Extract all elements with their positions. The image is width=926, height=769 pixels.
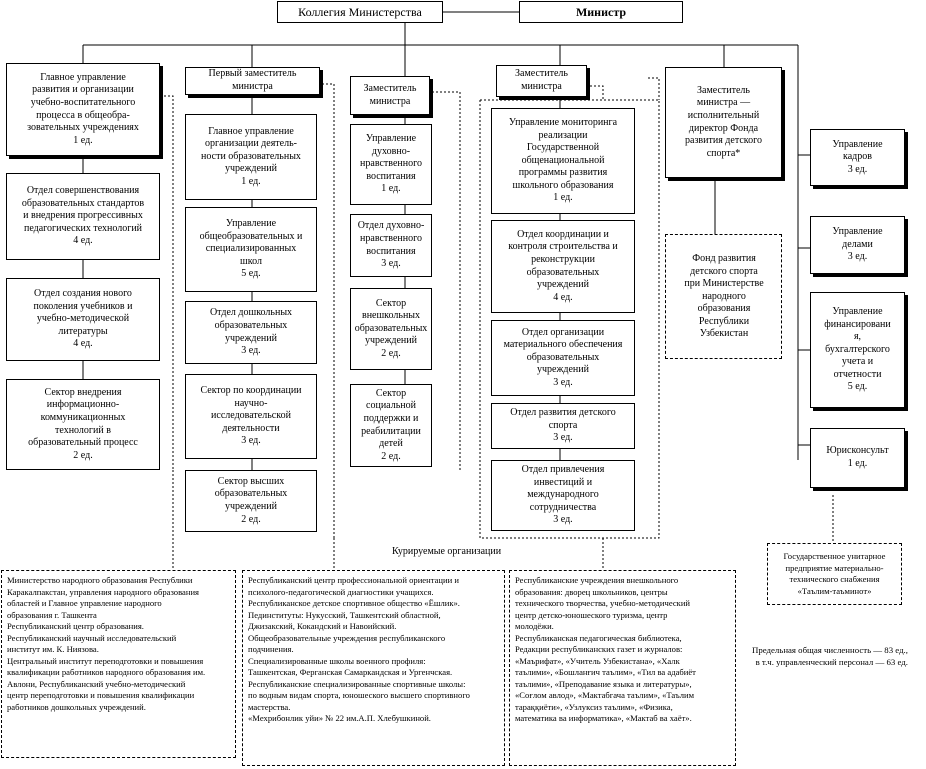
- col2-unit-box: Управление общеобразовательных и специал…: [185, 207, 317, 292]
- col4-unit-box: Отдел координации и контроля строительст…: [491, 220, 635, 313]
- state-enterprise-box: Государственное унитарное предприятие ма…: [767, 543, 902, 605]
- affairs-department-box: Управление делами 3 ед.: [810, 216, 905, 274]
- staff-totals: Предельная общая численность — 83 ед., в…: [752, 645, 908, 667]
- col1-unit-box: Отдел создания нового поколения учебнико…: [6, 278, 160, 361]
- supervised-organizations-label: Курируемые организации: [392, 546, 502, 557]
- fund-frame: [665, 234, 782, 359]
- col4-unit-box: Отдел развития детского спорта 3 ед.: [491, 403, 635, 449]
- deputy-director-box: Заместитель министра — исполнительный ди…: [665, 67, 782, 178]
- col1-unit-box: Отдел совершенствования образовательных …: [6, 173, 160, 260]
- col3-unit-box: Сектор внешкольных образовательных учреж…: [350, 288, 432, 370]
- col2-unit-box: Главное управление организации деятель- …: [185, 114, 317, 200]
- col2-unit-box: Сектор по координации научно- исследоват…: [185, 374, 317, 459]
- col4-unit-box: Отдел привлечения инвестиций и междунаро…: [491, 460, 635, 531]
- col1-head-box: Главное управление развития и организаци…: [6, 63, 160, 156]
- deputy-minister-box: Заместитель министра: [496, 65, 587, 97]
- col4-unit-box: Управление мониторинга реализации Госуда…: [491, 108, 635, 214]
- col4-unit-box: Отдел организации материального обеспече…: [491, 320, 635, 396]
- minister-box: Министр: [519, 1, 683, 23]
- fund-box: Фонд развития детского спорта при Минист…: [676, 240, 772, 354]
- legal-adviser-box: Юрисконсульт 1 ед.: [810, 428, 905, 488]
- col2-unit-box: Сектор высших образовательных учреждений…: [185, 470, 317, 532]
- deputy-minister-box: Заместитель министра: [350, 76, 430, 115]
- hr-department-box: Управление кадров 3 ед.: [810, 129, 905, 186]
- collegium-box: Коллегия Министерства: [277, 1, 443, 23]
- col1-unit-box: Сектор внедрения информационно- коммуник…: [6, 379, 160, 470]
- col2-unit-box: Отдел дошкольных образовательных учрежде…: [185, 301, 317, 364]
- finance-department-box: Управление финансировани я, бухгалтерско…: [810, 292, 905, 408]
- col3-unit-box: Отдел духовно- нравственного воспитания …: [350, 214, 432, 277]
- supervised-orgs-left: Министерство народного образования Респу…: [1, 570, 236, 758]
- col3-unit-box: Сектор социальной поддержки и реабилитац…: [350, 384, 432, 467]
- first-deputy-box: Первый заместитель министра: [185, 67, 320, 95]
- supervised-orgs-right: Республиканские учреждения внешкольного …: [509, 570, 736, 766]
- supervised-orgs-middle: Республиканский центр профессиональной о…: [242, 570, 505, 766]
- col3-unit-box: Управление духовно- нравственного воспит…: [350, 124, 432, 205]
